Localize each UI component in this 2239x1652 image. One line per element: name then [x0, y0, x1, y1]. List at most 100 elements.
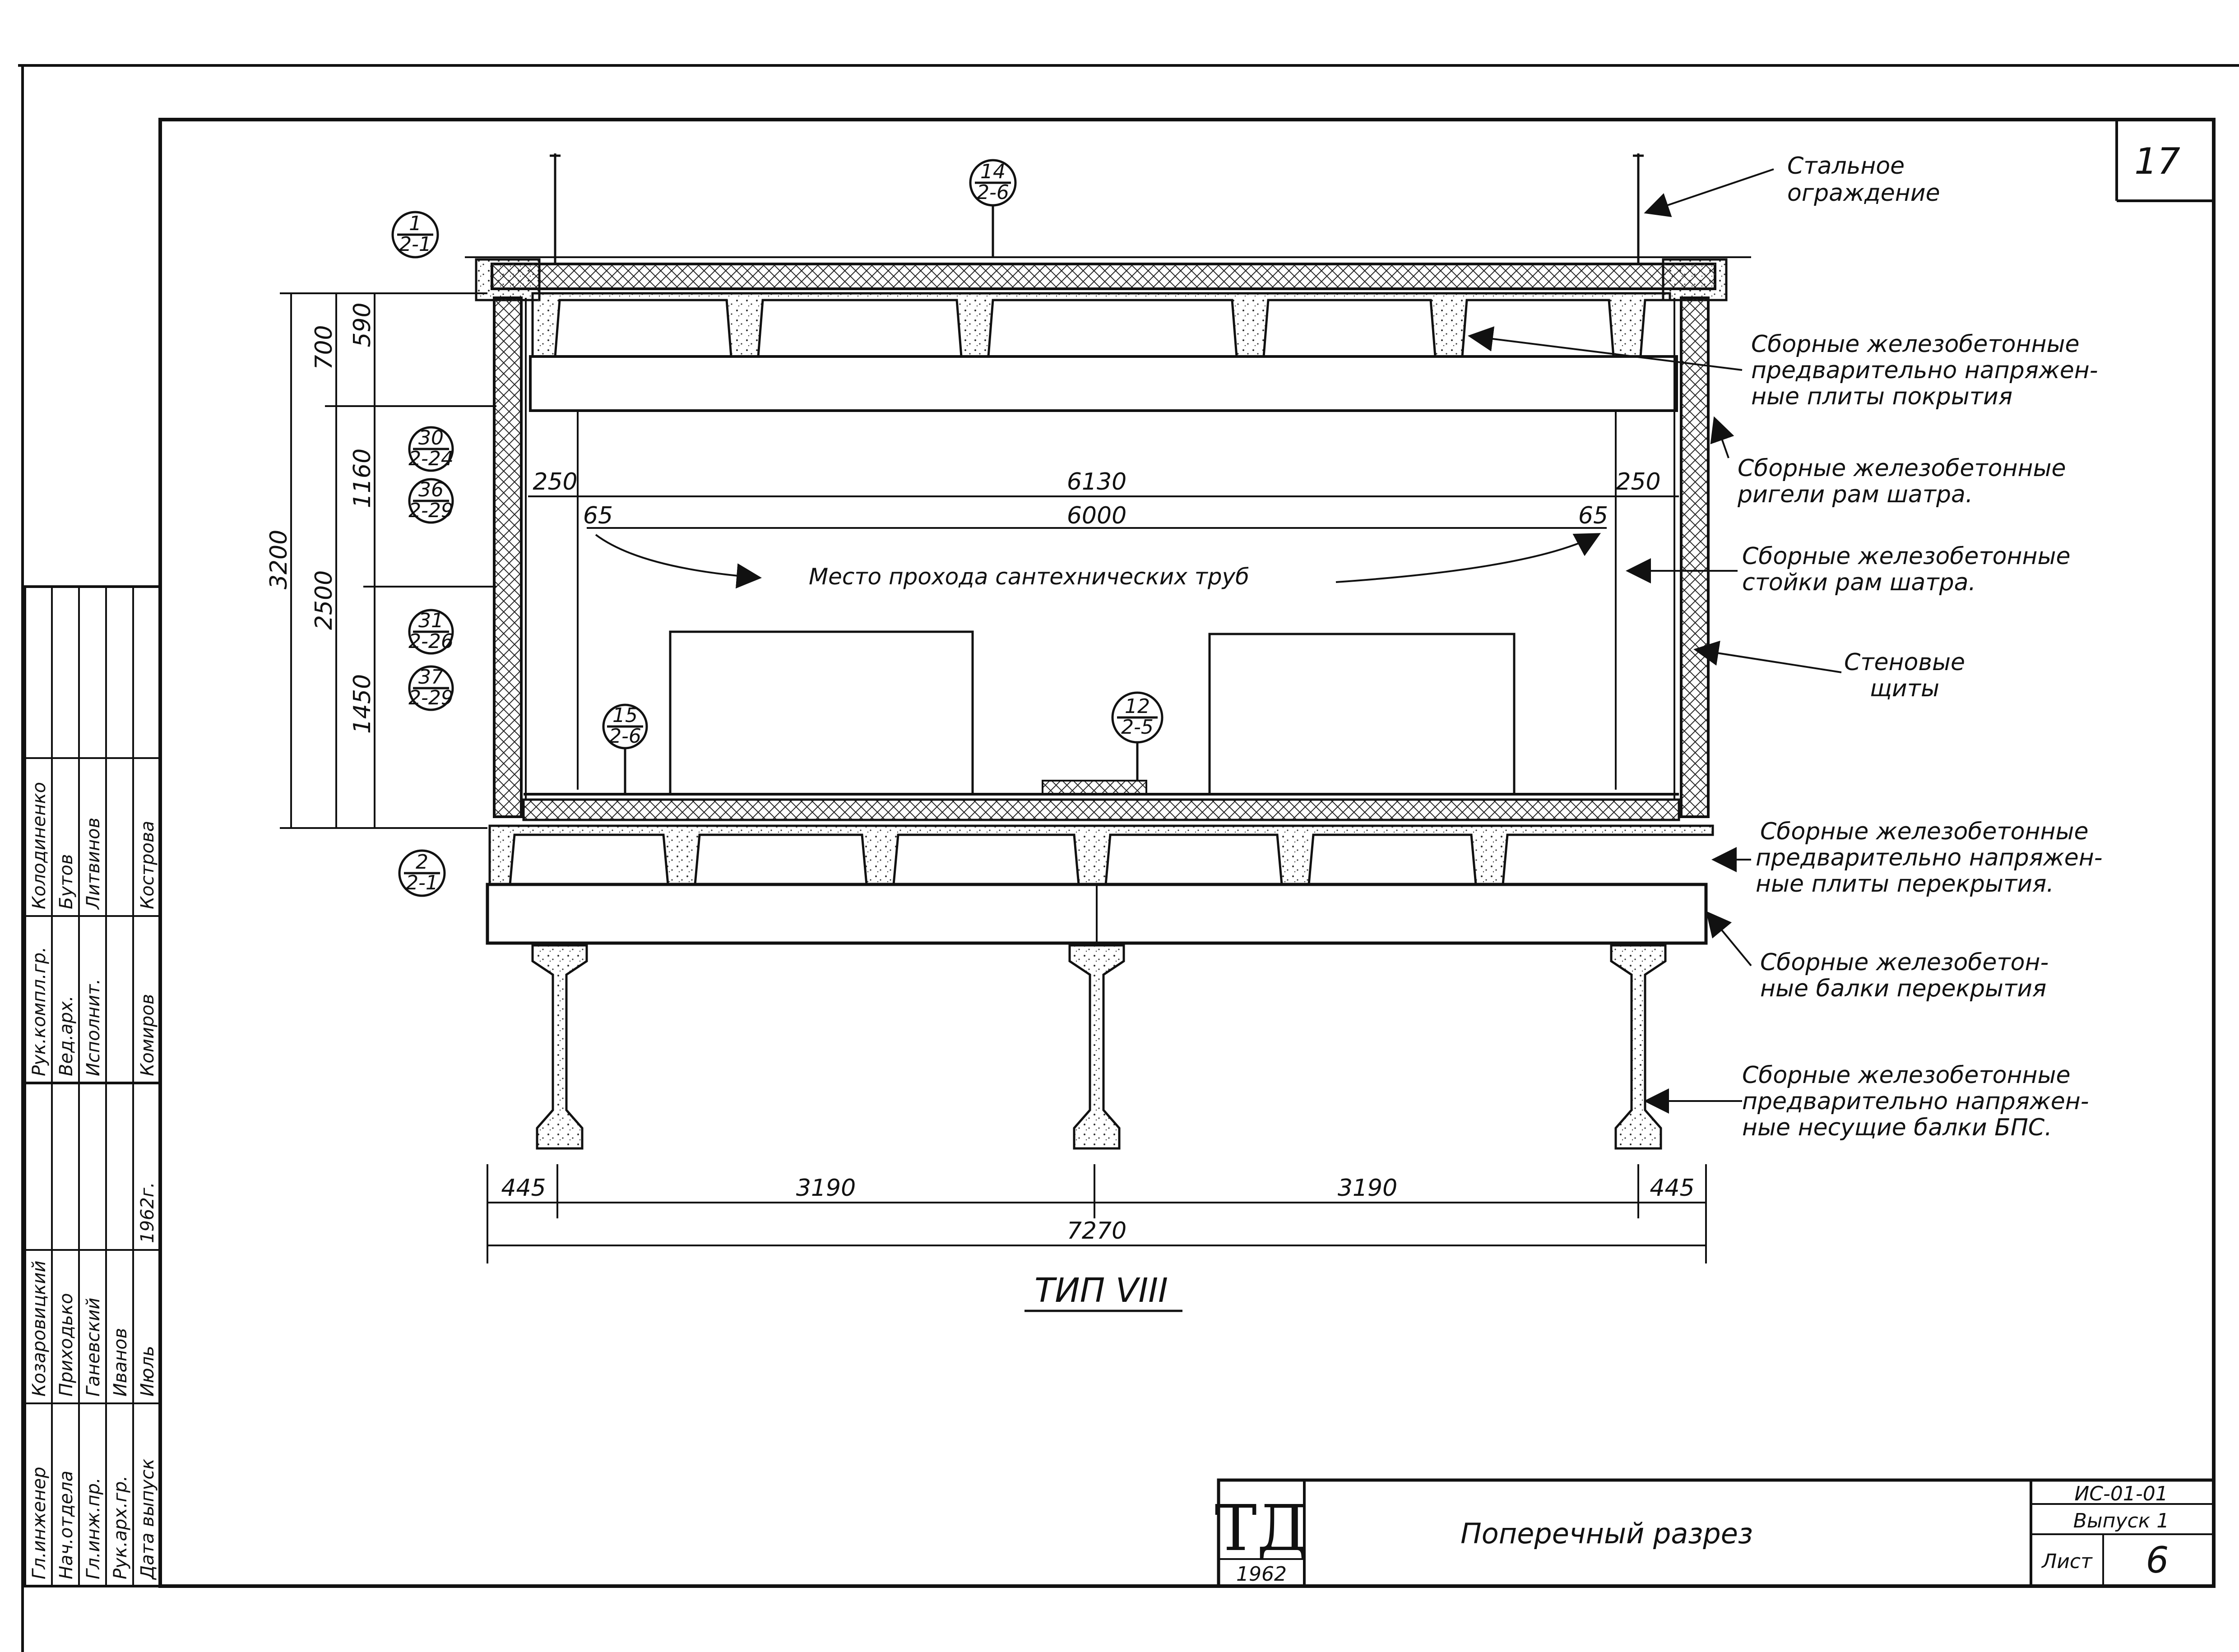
- svg-text:предварительно напряжен-: предварительно напряжен-: [1742, 1088, 2089, 1115]
- callout-posts: Сборные железобетонные стойки рам шатра.: [1742, 543, 2071, 596]
- dim-h-window: 1160: [349, 449, 376, 508]
- svg-text:Июль: Июль: [137, 1346, 158, 1397]
- right-wall-panel: [1680, 296, 1710, 818]
- svg-text:2-1: 2-1: [406, 871, 438, 894]
- svg-text:предварительно напряжен-: предварительно напряжен-: [1756, 844, 2103, 871]
- callout-roof-slabs: Сборные железобетонные предварительно на…: [1751, 331, 2098, 410]
- svg-text:Вед.арх.: Вед.арх.: [56, 995, 77, 1076]
- dim-right-65: 65: [1578, 502, 1608, 529]
- signature-block: Гл.инженер Козаровицкий Рук.компл.гр. Ко…: [23, 585, 162, 1587]
- svg-text:2-6: 2-6: [977, 181, 1009, 204]
- svg-text:Комиров: Комиров: [137, 994, 158, 1076]
- svg-text:Козаровицкий: Козаровицкий: [29, 1261, 50, 1397]
- svg-text:Сборные железобетонные: Сборные железобетонные: [1760, 818, 2089, 845]
- svg-text:Иванов: Иванов: [110, 1328, 131, 1397]
- bearing-beam-left: [531, 944, 588, 1150]
- svg-text:Колодиненко: Колодиненко: [29, 782, 50, 909]
- drawing-code: ИС-01-01: [2074, 1482, 2168, 1505]
- svg-text:ные плиты покрытия: ные плиты покрытия: [1751, 383, 2012, 410]
- svg-text:Исполнит.: Исполнит.: [83, 979, 104, 1076]
- svg-text:36: 36: [418, 478, 444, 501]
- dim-b-right: 445: [1650, 1175, 1694, 1202]
- roof-slab-ribs: [531, 292, 1671, 358]
- svg-text:Дата выпуск: Дата выпуск: [137, 1459, 158, 1580]
- svg-text:37: 37: [418, 666, 444, 689]
- dim-h-upper: 700: [311, 325, 338, 370]
- svg-text:Приходько: Приходько: [56, 1293, 77, 1397]
- svg-text:Рук.компл.гр.: Рук.компл.гр.: [29, 947, 50, 1076]
- floor-slab-ribs: [488, 824, 1714, 886]
- title-block: ТД 1962 Поперечный разрез ИС-01-01 Выпус…: [1215, 1478, 2216, 1588]
- sheet-number: 6: [2146, 1539, 2169, 1581]
- svg-text:2-29: 2-29: [408, 499, 454, 522]
- bubble-texts: 1 2-1 14 2-6 30 2-24 36 2-29 31 2-26 37 …: [399, 160, 1154, 894]
- svg-text:Бутов: Бутов: [56, 854, 77, 909]
- svg-text:ригели рам шатра.: ригели рам шатра.: [1737, 481, 1973, 508]
- svg-text:Стеновые: Стеновые: [1844, 649, 1965, 676]
- callout-wall-panels: Стеновые щиты: [1844, 649, 1965, 702]
- sheet-label: Лист: [2041, 1550, 2093, 1573]
- svg-text:предварительно напряжен-: предварительно напряжен-: [1751, 357, 2098, 384]
- svg-text:Сборные железобетонные: Сборные железобетонные: [1751, 331, 2080, 358]
- title-logo: ТД: [1215, 1492, 1308, 1565]
- callout-floor-beams: Сборные железобетон- ные балки перекрыти…: [1760, 949, 2049, 1002]
- svg-text:2-5: 2-5: [1121, 716, 1154, 739]
- dimension-texts: 3200 700 590 2500 1160 1450 250 6130 250…: [265, 302, 1695, 1245]
- left-wall-panel: [493, 296, 523, 818]
- dim-b-span2: 3190: [1338, 1175, 1397, 1202]
- svg-text:Стальное: Стальное: [1787, 153, 1905, 180]
- dim-b-span1: 3190: [796, 1175, 856, 1202]
- svg-text:12: 12: [1125, 695, 1150, 718]
- callout-bearing-beams: Сборные железобетонные предварительно на…: [1742, 1062, 2089, 1141]
- corner-number-box: 17: [2115, 120, 2214, 202]
- dim-h-mid: 2500: [311, 570, 338, 630]
- svg-text:Нач.отдела: Нач.отдела: [56, 1471, 77, 1579]
- dim-w-6130: 6130: [1067, 468, 1126, 495]
- detail-bubbles: [391, 159, 1164, 897]
- equipment-block-left: [669, 630, 974, 796]
- dim-b-total: 7270: [1067, 1217, 1126, 1245]
- svg-text:2-1: 2-1: [399, 233, 431, 256]
- dim-h-low: 1450: [349, 674, 376, 734]
- svg-text:Сборные железобетонные: Сборные железобетонные: [1742, 543, 2071, 570]
- svg-text:2-29: 2-29: [408, 686, 454, 709]
- svg-text:31: 31: [418, 609, 444, 632]
- svg-text:1962г.: 1962г.: [137, 1182, 158, 1243]
- callout-steel-fence: Стальное ограждение: [1787, 153, 1940, 207]
- svg-text:ные несущие балки БПС.: ные несущие балки БПС.: [1742, 1114, 2052, 1141]
- section-type: ТИП VIII: [1034, 1271, 1168, 1310]
- svg-text:Сборные железобетонные: Сборные железобетонные: [1742, 1062, 2071, 1089]
- svg-text:стойки рам шатра.: стойки рам шатра.: [1742, 569, 1976, 596]
- dim-h-roof: 590: [349, 302, 376, 347]
- svg-text:Рук.арх.гр.: Рук.арх.гр.: [110, 1476, 131, 1579]
- dim-w-6000: 6000: [1067, 502, 1126, 529]
- svg-text:2-26: 2-26: [408, 630, 454, 653]
- svg-text:ограждение: ограждение: [1787, 180, 1940, 207]
- dim-h-total: 3200: [265, 530, 292, 589]
- dim-right-250: 250: [1616, 468, 1660, 495]
- callout-floor-slabs: Сборные железобетонные предварительно на…: [1756, 818, 2103, 898]
- svg-text:Сборные железобетонные: Сборные железобетонные: [1738, 455, 2066, 482]
- svg-text:Гл.инженер: Гл.инженер: [29, 1467, 50, 1579]
- bearing-beam-center: [1068, 944, 1125, 1150]
- svg-text:15: 15: [612, 704, 638, 727]
- svg-text:30: 30: [418, 426, 444, 449]
- crossbar: [529, 355, 1678, 412]
- dim-left-250: 250: [533, 468, 577, 495]
- svg-text:Кострова: Кострова: [137, 821, 158, 909]
- svg-text:ные плиты перекрытия.: ные плиты перекрытия.: [1756, 870, 2054, 898]
- section-title: ТИП VIII: [1024, 1271, 1182, 1312]
- drawing-issue: Выпуск 1: [2073, 1509, 2169, 1532]
- pipe-passage-label: Место прохода сантехнических труб: [809, 564, 1249, 590]
- svg-text:ные балки перекрытия: ные балки перекрытия: [1760, 975, 2046, 1002]
- roof-insulation: [491, 263, 1716, 290]
- title-year: 1962: [1236, 1563, 1287, 1586]
- drawing-title: Поперечный разрез: [1460, 1517, 1753, 1550]
- dim-b-left: 445: [501, 1175, 546, 1202]
- svg-text:2-24: 2-24: [408, 447, 454, 470]
- dimension-lines: [280, 292, 1707, 1263]
- structure: [465, 153, 1751, 1150]
- svg-text:Сборные железобетон-: Сборные железобетон-: [1760, 949, 2049, 976]
- bearing-beam-right: [1610, 944, 1667, 1150]
